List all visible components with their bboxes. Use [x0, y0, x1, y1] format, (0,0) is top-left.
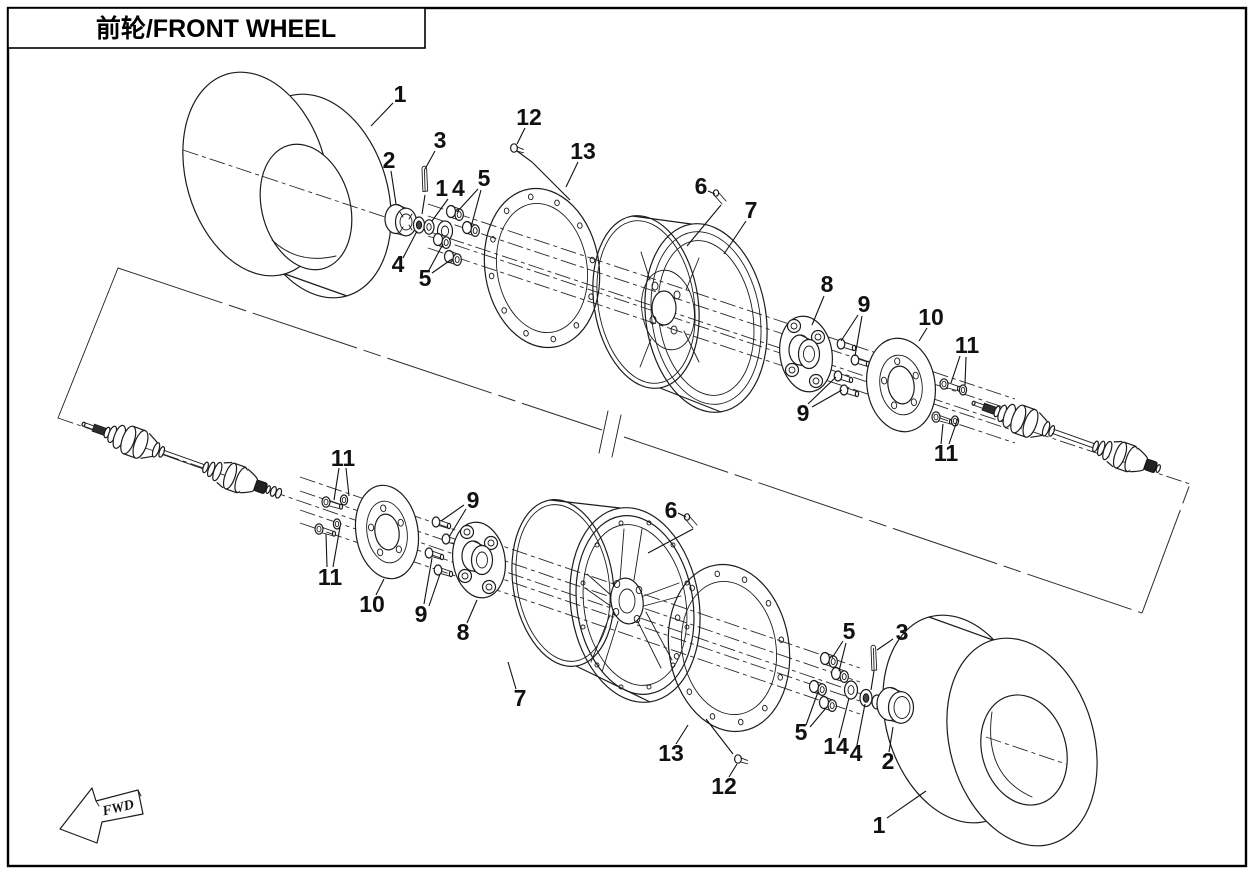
callout-3-bottom: 3 — [896, 619, 909, 645]
callout-11b-bottom: 11 — [318, 564, 343, 590]
pin-install-line-top — [421, 194, 426, 215]
callout-1-top: 1 — [394, 81, 407, 107]
hub-cap-bottom — [876, 686, 915, 724]
brake-disc-top — [866, 337, 936, 433]
page-border — [6, 6, 1248, 868]
callout-2-top: 2 — [383, 147, 396, 173]
callout-13-top: 13 — [570, 138, 596, 164]
callout-6-top: 6 — [695, 173, 708, 199]
ring-bolt-line-top — [516, 150, 571, 201]
callout-9b-bottom: 9 — [415, 601, 428, 627]
callout-7-bottom: 7 — [514, 685, 527, 711]
callout-5a-bottom: 5 — [843, 618, 856, 644]
callout-8-top: 8 — [821, 271, 834, 297]
callout-1-bottom: 1 — [873, 812, 886, 838]
bead-lock-ring-bottom — [667, 563, 791, 733]
ring-bolt-line-bottom — [705, 718, 734, 755]
washer-stack-top — [412, 216, 454, 242]
callout-12-top: 12 — [516, 104, 542, 130]
lug-nuts-bottom — [808, 651, 850, 713]
fwd-arrow: FWD — [59, 787, 144, 844]
callout-12-bottom: 12 — [711, 773, 737, 799]
disc-bolts-top — [931, 378, 968, 427]
callout-14-top: 14 — [435, 175, 469, 201]
callout-11a-bottom: 11 — [331, 445, 356, 471]
callout-10-top: 10 — [918, 304, 944, 330]
callout-14-bottom: 14 — [823, 733, 849, 759]
callout-8-bottom: 8 — [457, 619, 470, 645]
callout-3-top: 3 — [434, 127, 447, 153]
callout-9a-bottom: 9 — [467, 487, 480, 513]
leader-lines — [325, 102, 967, 819]
reference-panel — [57, 267, 1191, 614]
callout-5b-bottom: 5 — [795, 719, 808, 745]
hub-cap-top — [384, 203, 418, 237]
callout-4-top: 4 — [392, 251, 405, 277]
wheel-hub-top — [779, 315, 833, 393]
bead-lock-ring-top — [483, 187, 601, 349]
axle-end-cap-bottom — [269, 486, 283, 499]
callout-4-bottom: 4 — [850, 740, 863, 766]
cv-axle-bottom — [76, 409, 276, 505]
hub-studs-top — [833, 338, 871, 398]
wheel-hub-bottom — [452, 521, 506, 599]
title-box — [7, 7, 426, 49]
callout-5b-top: 5 — [419, 265, 432, 291]
cotter-pin-bottom — [870, 644, 878, 672]
valve-stem-bottom — [683, 513, 698, 529]
ring-bolt-bottom — [733, 754, 749, 765]
callout-labels: 1 2 3 14 5 4 5 12 13 6 7 8 9 10 11 9 11 … — [318, 81, 980, 838]
callout-7-top: 7 — [745, 197, 758, 223]
callout-11a-top: 11 — [955, 332, 980, 358]
callout-5a-top: 5 — [478, 165, 491, 191]
break-marks — [598, 410, 622, 458]
fwd-label: FWD — [100, 798, 135, 820]
callout-10-bottom: 10 — [359, 591, 385, 617]
valve-install-line-bottom — [647, 528, 694, 554]
callout-6-bottom: 6 — [665, 497, 678, 523]
brake-disc-bottom — [354, 484, 420, 580]
tire-bottom — [882, 614, 1098, 847]
valve-install-line-top — [686, 204, 722, 247]
cotter-pin-top — [421, 165, 429, 193]
tire-top — [182, 71, 392, 299]
lug-nuts-top — [432, 204, 480, 266]
callout-11b-top: 11 — [934, 440, 959, 466]
wheel-rim-top — [592, 215, 768, 413]
page-title: 前轮/FRONT WHEEL — [96, 14, 336, 43]
callout-13-bottom: 13 — [658, 740, 684, 766]
valve-stem-top — [712, 189, 727, 205]
cv-axle-top — [966, 388, 1166, 484]
callout-9b-top: 9 — [797, 400, 810, 426]
callout-9a-top: 9 — [858, 291, 871, 317]
wheel-rim-bottom — [511, 499, 701, 703]
callout-2-bottom: 2 — [882, 748, 895, 774]
